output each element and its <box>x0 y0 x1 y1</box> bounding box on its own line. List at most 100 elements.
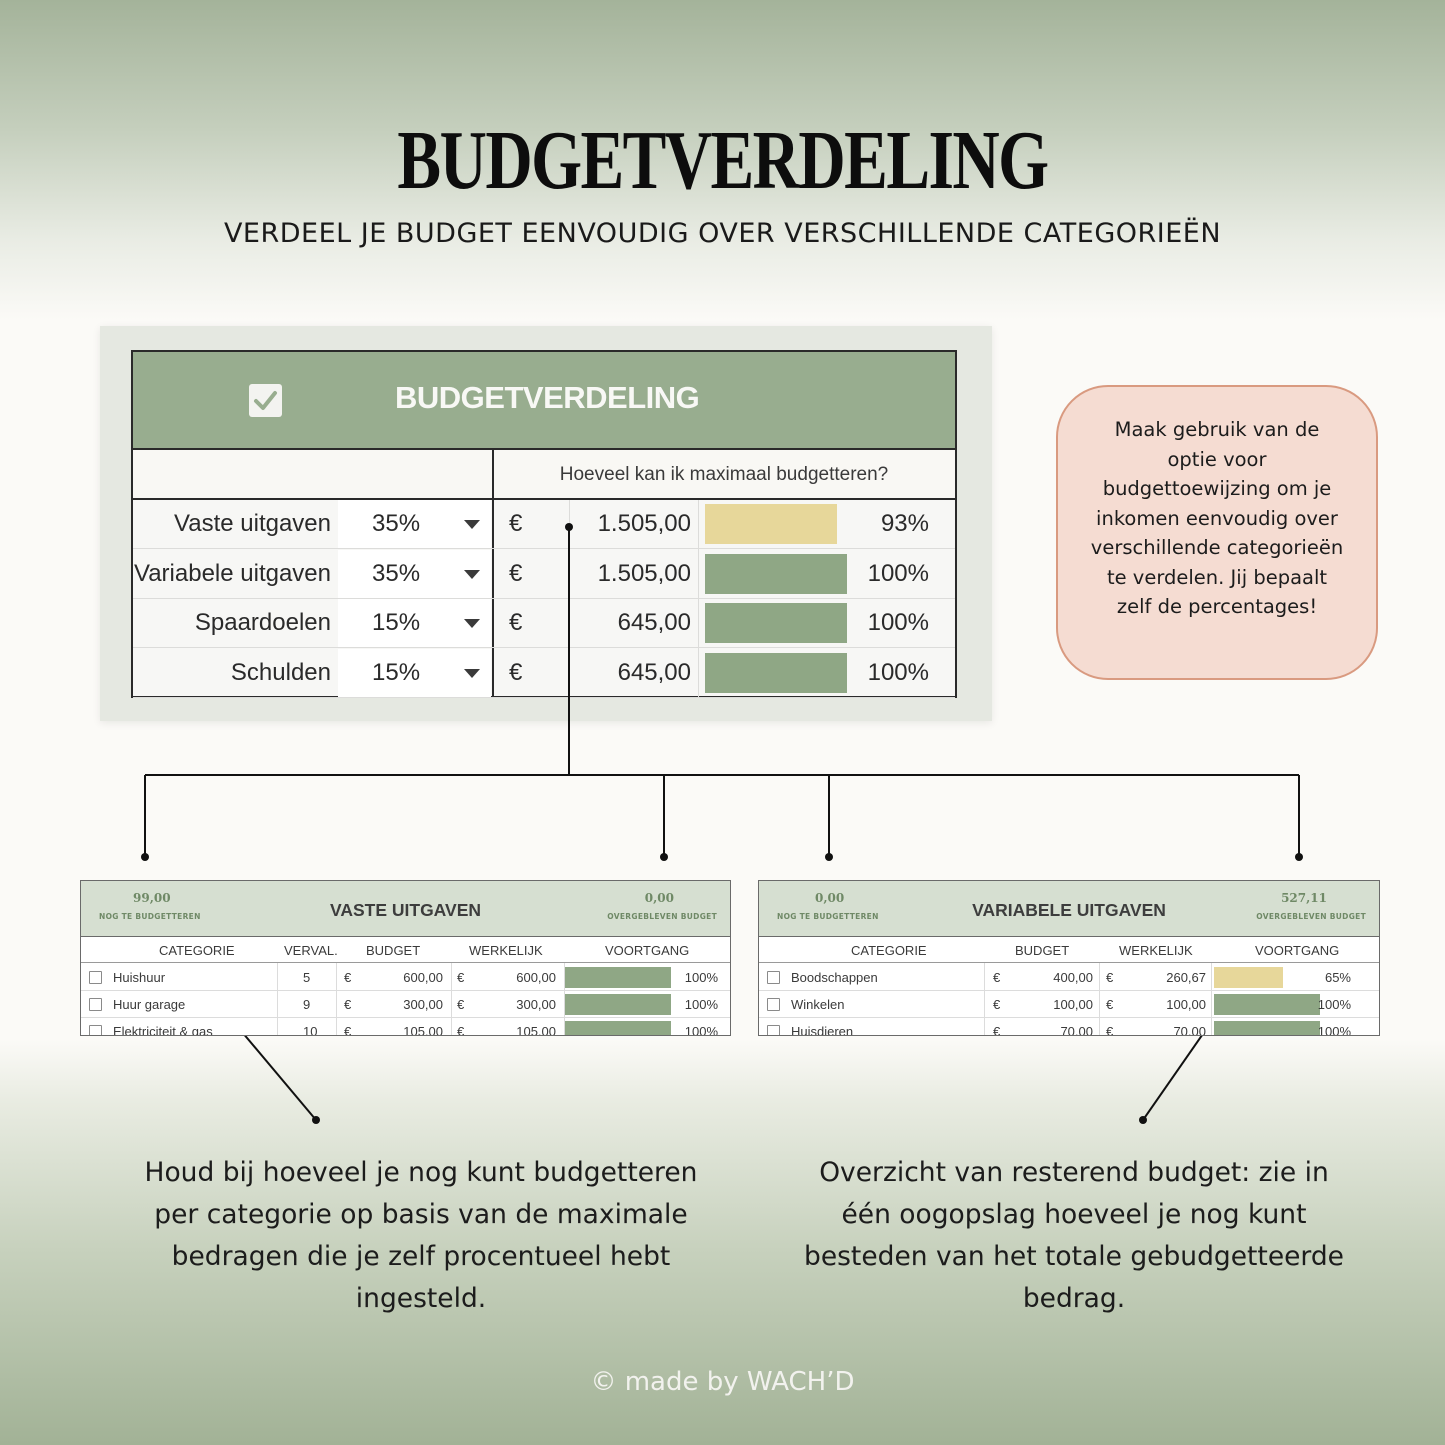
callout-text: Maak gebruik van de optie voor budgettoe… <box>1090 418 1344 618</box>
column-headers: CATEGORIE VERVAL. BUDGET WERKELIJK VOORT… <box>81 937 730 963</box>
page-subtitle: VERDEEL JE BUDGET EENVOUDIG OVER VERSCHI… <box>223 218 1222 249</box>
progress-bar <box>705 603 847 643</box>
leftover-budget-label: OVERGEBLEVEN BUDGET <box>1256 912 1366 921</box>
percentage-dropdown[interactable]: 15% <box>338 599 491 647</box>
caret-down-icon[interactable] <box>464 668 480 678</box>
category-name: Huishuur <box>113 970 166 985</box>
currency-symbol: € <box>993 1024 1001 1036</box>
currency-symbol: € <box>1106 1024 1114 1036</box>
leftover-budget-value: 0,00 <box>644 891 674 905</box>
percentage-value: 35% <box>372 559 421 587</box>
category-name: Spaardoelen <box>194 609 331 636</box>
budget-amount: 105,00 <box>403 1024 443 1036</box>
allocation-title: BUDGETVERDELING <box>395 380 700 415</box>
progress-percent: 100% <box>684 1024 718 1036</box>
row-checkbox[interactable] <box>767 998 780 1011</box>
progress-bar-track <box>1214 994 1320 1015</box>
progress-bar-track <box>705 652 847 693</box>
category-name: Boodschappen <box>791 970 878 985</box>
row-checkbox[interactable] <box>767 971 780 984</box>
progress-percent: 100% <box>1317 997 1351 1012</box>
leftover-budget-label: OVERGEBLEVEN BUDGET <box>607 912 717 921</box>
category-name: Variabele uitgaven <box>133 559 331 587</box>
info-callout: Maak gebruik van de optie voor budgettoe… <box>1056 385 1378 680</box>
page-title: BUDGETVERDELING <box>397 114 1049 207</box>
actual-amount: 100,00 <box>1166 997 1206 1012</box>
progress-percent: 65% <box>1324 970 1351 985</box>
max-amount: 645,00 <box>617 658 691 686</box>
column-headers: CATEGORIE BUDGET WERKELIJK VOORTGANG <box>759 937 1379 963</box>
fixed-expenses-header: 99,00 NOG TE BUDGETTEREN VASTE UITGAVEN … <box>81 881 730 937</box>
caption-right: Overzicht van resterend budget: zie in é… <box>804 1157 1344 1314</box>
caption-left: Houd bij hoeveel je nog kunt budgetteren… <box>144 1157 698 1314</box>
budget-amount: 300,00 <box>403 997 443 1012</box>
due-day: 10 <box>303 1024 318 1036</box>
currency-symbol: € <box>344 1024 352 1036</box>
currency-symbol: € <box>344 997 352 1012</box>
col-header-category: CATEGORIE <box>159 943 235 958</box>
percentage-value: 15% <box>372 609 421 636</box>
remaining-to-budget-label: NOG TE BUDGETTEREN <box>99 912 201 921</box>
currency-symbol: € <box>457 997 465 1012</box>
actual-amount: 70,00 <box>1173 1024 1206 1036</box>
col-header-due: VERVAL. <box>284 943 338 958</box>
leftover-budget-value: 527,11 <box>1281 891 1327 905</box>
due-day: 9 <box>303 997 311 1012</box>
caret-down-icon[interactable] <box>464 520 480 529</box>
column-divider <box>984 963 985 1035</box>
allocation-question: Hoeveel kan ik maximaal budgetteren? <box>559 464 889 485</box>
currency-symbol: € <box>509 609 523 636</box>
percentage-dropdown[interactable]: 35% <box>338 549 491 598</box>
max-amount: 1.505,00 <box>597 510 691 537</box>
row-checkbox[interactable] <box>767 1025 780 1035</box>
percentage-dropdown[interactable]: 15% <box>338 648 491 697</box>
allocation-subheader: Hoeveel kan ik maximaal budgetteren? <box>133 450 955 500</box>
progress-percent: 100% <box>867 609 929 636</box>
column-divider <box>698 500 699 698</box>
allocation-row: Spaardoelen 15% €645,00 100% <box>133 599 955 648</box>
category-name: Schulden <box>230 658 331 686</box>
checkbox-icon[interactable] <box>249 384 282 417</box>
col-header-actual: WERKELIJK <box>1119 943 1193 958</box>
max-amount: 645,00 <box>617 609 691 636</box>
row-checkbox[interactable] <box>89 1025 102 1035</box>
percentage-dropdown[interactable]: 35% <box>338 500 491 548</box>
currency-symbol: € <box>993 997 1001 1012</box>
column-divider <box>492 450 494 698</box>
column-divider <box>277 963 278 1035</box>
progress-percent: 100% <box>867 559 929 587</box>
currency-symbol: € <box>509 658 523 686</box>
percentage-value: 15% <box>372 658 421 686</box>
fixed-expenses-title: VASTE UITGAVEN <box>329 900 482 920</box>
progress-bar-track <box>1214 1021 1320 1035</box>
col-header-budget: BUDGET <box>366 943 421 958</box>
caret-down-icon[interactable] <box>464 569 480 579</box>
budget-amount: 400,00 <box>1053 970 1093 985</box>
category-name: Elektriciteit & gas <box>113 1024 213 1036</box>
column-divider <box>564 963 565 1035</box>
fixed-expenses-table: 99,00 NOG TE BUDGETTEREN VASTE UITGAVEN … <box>80 880 731 1036</box>
actual-amount: 600,00 <box>516 970 556 985</box>
row-checkbox[interactable] <box>89 998 102 1011</box>
progress-bar-track <box>705 504 847 544</box>
variable-expenses-title: VARIABELE UITGAVEN <box>972 900 1166 920</box>
footer-credit: © made by WACH’D <box>590 1367 855 1397</box>
max-amount: 1.505,00 <box>597 559 691 587</box>
allocation-header: BUDGETVERDELING <box>133 352 955 450</box>
caret-down-icon[interactable] <box>464 619 480 628</box>
progress-bar-track <box>565 1021 671 1035</box>
col-header-category: CATEGORIE <box>851 943 927 958</box>
progress-bar <box>565 967 671 988</box>
row-checkbox[interactable] <box>89 971 102 984</box>
remaining-to-budget-value: 99,00 <box>133 891 171 905</box>
category-name: Vaste uitgaven <box>174 510 331 537</box>
category-name: Winkelen <box>791 997 845 1012</box>
progress-bar <box>1214 1021 1320 1035</box>
progress-bar-track <box>565 967 671 988</box>
progress-percent: 93% <box>880 510 929 537</box>
